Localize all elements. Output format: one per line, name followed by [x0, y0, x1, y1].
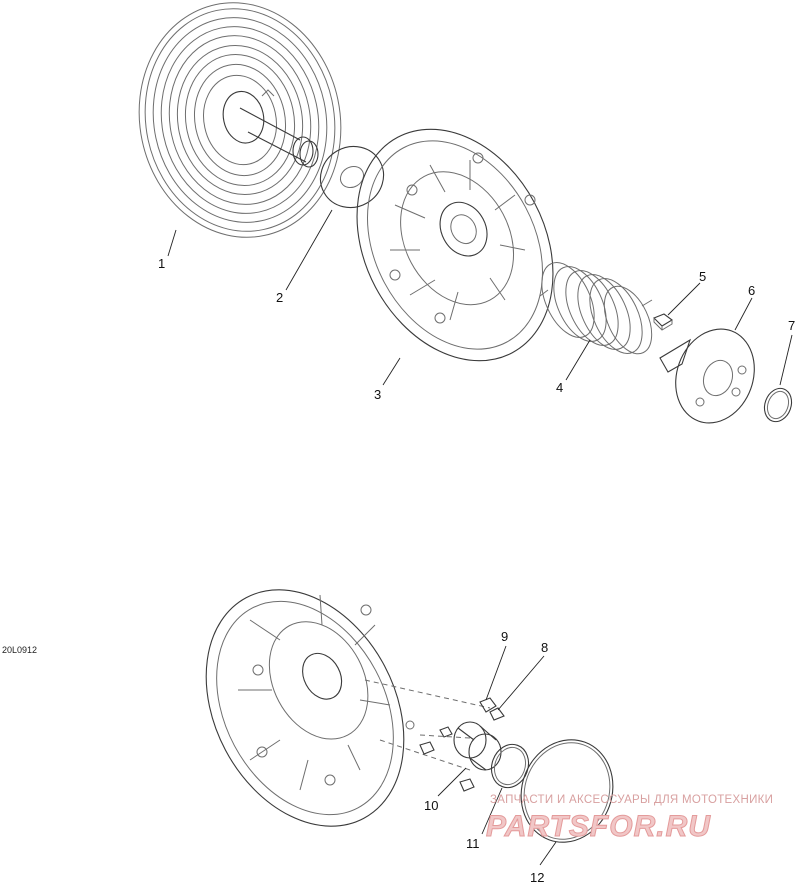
part-8-slider — [489, 707, 505, 721]
watermark: ЗАПЧАСТИ И АКСЕССУАРЫ ДЛЯ МОТОТЕХНИКИ PA… — [486, 794, 773, 844]
part-12-large-ring — [520, 739, 614, 843]
callout-10: 10 — [424, 798, 438, 813]
part-4-spring — [539, 262, 653, 355]
callout-leaders — [167, 209, 793, 866]
part-5-slider-block — [653, 313, 673, 331]
callout-11: 11 — [466, 836, 480, 851]
callout-1: 1 — [158, 256, 165, 271]
watermark-brand: PARTSFOR.RU — [486, 810, 711, 843]
callout-6: 6 — [748, 283, 755, 298]
watermark-tagline: ЗАПЧАСТИ И АКСЕССУАРЫ ДЛЯ МОТОТЕХНИКИ — [490, 794, 773, 806]
callout-8: 8 — [541, 640, 548, 655]
part-6-cam — [659, 328, 755, 424]
callout-7: 7 — [788, 318, 795, 333]
part-11-ring — [490, 743, 530, 789]
lower-movable-sheave — [205, 589, 491, 827]
part-3-movable-sheave — [356, 128, 554, 362]
callout-2: 2 — [276, 290, 283, 305]
callout-labels: 1 2 3 4 5 6 7 8 9 10 11 12 — [158, 256, 795, 885]
lower-slider-blocks — [419, 726, 475, 792]
callout-5: 5 — [699, 269, 706, 284]
part-10-bushing — [453, 721, 502, 771]
part-2-washer — [319, 145, 385, 209]
callout-9: 9 — [501, 629, 508, 644]
part-7-retaining-ring — [763, 387, 793, 423]
callout-3: 3 — [374, 387, 381, 402]
callout-12: 12 — [530, 870, 544, 885]
diagram-code: 20L0912 — [2, 645, 37, 655]
part-1-fixed-sheave — [138, 2, 342, 238]
callout-4: 4 — [556, 380, 563, 395]
